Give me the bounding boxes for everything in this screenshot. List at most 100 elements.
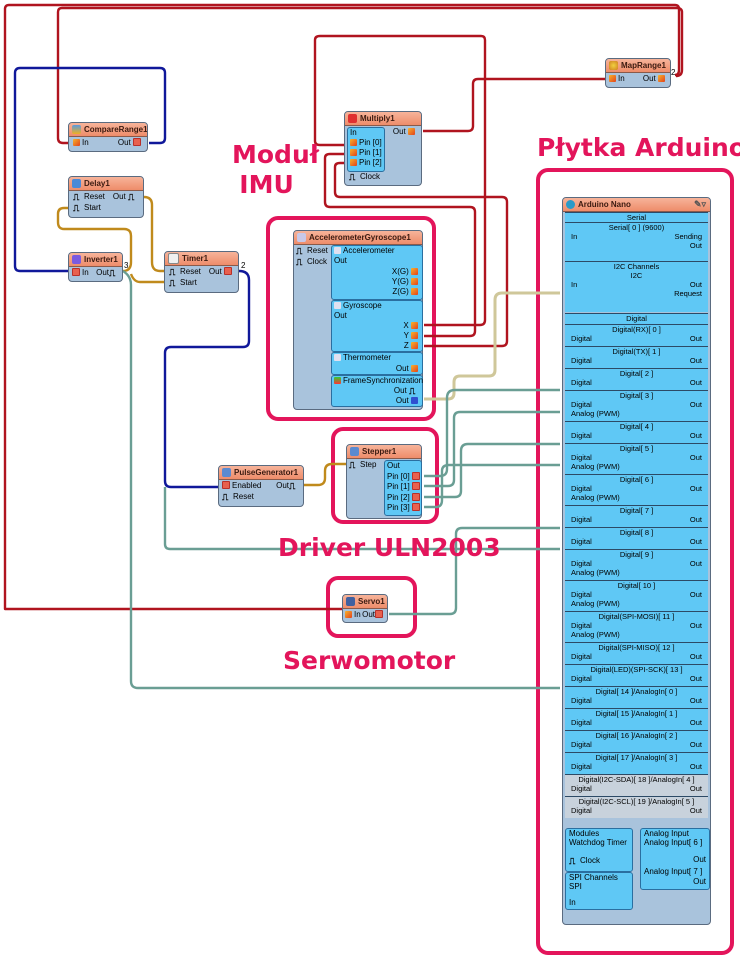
digital-out[interactable]: Out — [689, 674, 702, 683]
digital-out[interactable]: Out — [689, 515, 702, 524]
delay-start[interactable]: ⎍Start — [73, 203, 101, 213]
digital-out[interactable]: Out — [689, 537, 702, 546]
wire-inverter-to-timer-start[interactable] — [129, 273, 164, 284]
accel-y-out[interactable]: Y(G) — [392, 277, 420, 287]
digital-out[interactable]: Out — [689, 806, 702, 815]
multiply-pin-0[interactable]: Pin [0] — [350, 138, 382, 148]
gyro-x-out[interactable]: X — [403, 321, 420, 331]
digital-out[interactable]: Out — [689, 356, 702, 365]
wire-timer-to-pulsegenerator[interactable] — [163, 269, 251, 489]
thermometer-out[interactable]: Out — [396, 364, 420, 374]
wire-delay-to-timer-reset[interactable] — [143, 195, 164, 273]
frame-sync-clock-out[interactable]: Out ⎍ — [394, 386, 420, 396]
multiply-out[interactable]: Out — [393, 127, 417, 137]
delay-out[interactable]: Out ⎍ — [113, 192, 139, 202]
pulse-generator-enabled[interactable]: Enabled — [222, 481, 261, 491]
digital-out[interactable]: Out — [689, 453, 702, 462]
stepper-pin-3[interactable]: Pin [3] — [387, 503, 422, 513]
timer-start[interactable]: ⎍Start — [169, 278, 197, 288]
digital-out[interactable]: Out — [689, 431, 702, 440]
digital-out[interactable]: Out — [689, 718, 702, 727]
gyro-y-out[interactable]: Y — [404, 331, 420, 341]
analog-pwm-input[interactable]: Analog (PWM) — [571, 462, 620, 471]
settings-tools-icon[interactable]: ✎▿ — [693, 199, 706, 209]
digital-out[interactable]: Out — [689, 740, 702, 749]
accel-gyro-clock[interactable]: ⎍Clock — [296, 257, 328, 267]
multiply-pin-2[interactable]: Pin [2] — [350, 158, 382, 168]
delay-component[interactable]: Delay1 ⎍Reset ⎍Start Out ⎍ — [68, 176, 144, 218]
wire-to-d7[interactable] — [163, 487, 560, 551]
wire-inverter-to-delay-start[interactable] — [56, 206, 133, 273]
wire-framesync-to-i2c[interactable] — [424, 291, 560, 401]
timer-component[interactable]: Timer1 ⎍Reset ⎍Start Out — [164, 251, 239, 293]
wire-stepper-pin0-to-d2[interactable] — [424, 388, 560, 478]
analog-input-6-out[interactable]: Out — [693, 855, 706, 864]
frame-sync-i2c-out[interactable]: Out — [396, 396, 420, 406]
wire-comparerange-to-inverter[interactable] — [13, 66, 167, 273]
servo-component[interactable]: Servo1 In Out — [342, 594, 388, 623]
compare-range-component[interactable]: CompareRange1 In Out — [68, 122, 148, 152]
digital-out[interactable]: Out — [689, 400, 702, 409]
accel-gyro-reset[interactable]: ⎍Reset — [296, 246, 328, 256]
pulse-generator-component[interactable]: PulseGenerator1 Enabled ⎍Reset Out⎍ — [218, 465, 304, 507]
multiply-component[interactable]: Multiply1 In Pin [0] Pin [1] Pin [2] ⎍Cl… — [344, 111, 422, 186]
accel-x-out[interactable]: X(G) — [392, 267, 420, 277]
analog-pwm-input[interactable]: Analog (PWM) — [571, 409, 620, 418]
spi-in[interactable]: In — [569, 898, 576, 907]
watchdog-clock[interactable]: ⎍Clock — [569, 856, 601, 866]
analog-input-7-out[interactable]: Out — [693, 877, 706, 886]
digital-out[interactable]: Out — [689, 484, 702, 493]
digital-out[interactable]: Out — [689, 590, 702, 599]
analog-pwm-input[interactable]: Analog (PWM) — [571, 493, 620, 502]
digital-out[interactable]: Out — [689, 652, 702, 661]
i2c-request[interactable]: Request — [674, 289, 702, 298]
timer-reset[interactable]: ⎍Reset — [169, 267, 201, 277]
wire-pulsegenerator-to-stepper[interactable] — [304, 462, 346, 487]
accel-gyro-component[interactable]: AccelerometerGyroscope1 ⎍Reset ⎍Clock Ac… — [293, 230, 423, 410]
accel-z-out[interactable]: Z(G) — [392, 287, 420, 297]
wire-gyro-x-to-multiply-pin0[interactable] — [313, 34, 487, 327]
multiply-pin-1[interactable]: Pin [1] — [350, 148, 382, 158]
wire-inverter-to-d8[interactable] — [122, 269, 560, 690]
inverter-out[interactable]: Out⎍ — [96, 268, 120, 278]
servo-in[interactable]: In — [345, 610, 361, 620]
stepper-component[interactable]: Stepper1 ⎍Step Out Pin [0] Pin [1] Pin [… — [346, 444, 422, 519]
compare-range-out[interactable]: Out — [118, 138, 143, 148]
analog-pwm-input[interactable]: Analog (PWM) — [571, 568, 620, 577]
digital-out[interactable]: Out — [689, 378, 702, 387]
map-range-out[interactable]: Out — [643, 74, 667, 84]
digital-out[interactable]: Out — [689, 696, 702, 705]
stepper-pin-0[interactable]: Pin [0] — [387, 472, 422, 482]
digital-out[interactable]: Out — [689, 334, 702, 343]
wire-multiply-to-maprange[interactable] — [423, 77, 605, 133]
digital-out[interactable]: Out — [689, 621, 702, 630]
timer-out[interactable]: Out — [209, 267, 234, 277]
wire-stepper-pin1-to-d3[interactable] — [424, 410, 560, 488]
map-range-in[interactable]: In — [609, 74, 625, 84]
stepper-pin-1[interactable]: Pin [1] — [387, 482, 422, 492]
digital-out[interactable]: Out — [689, 762, 702, 771]
serial-sending[interactable]: Sending — [674, 232, 702, 241]
wire-stepper-pin2-to-d4[interactable] — [424, 442, 560, 499]
inverter-component[interactable]: Inverter1 In Out⎍ — [68, 252, 123, 282]
servo-out[interactable]: Out — [362, 610, 385, 620]
multiply-clock[interactable]: ⎍Clock — [349, 172, 381, 182]
stepper-pin-2[interactable]: Pin [2] — [387, 493, 422, 503]
